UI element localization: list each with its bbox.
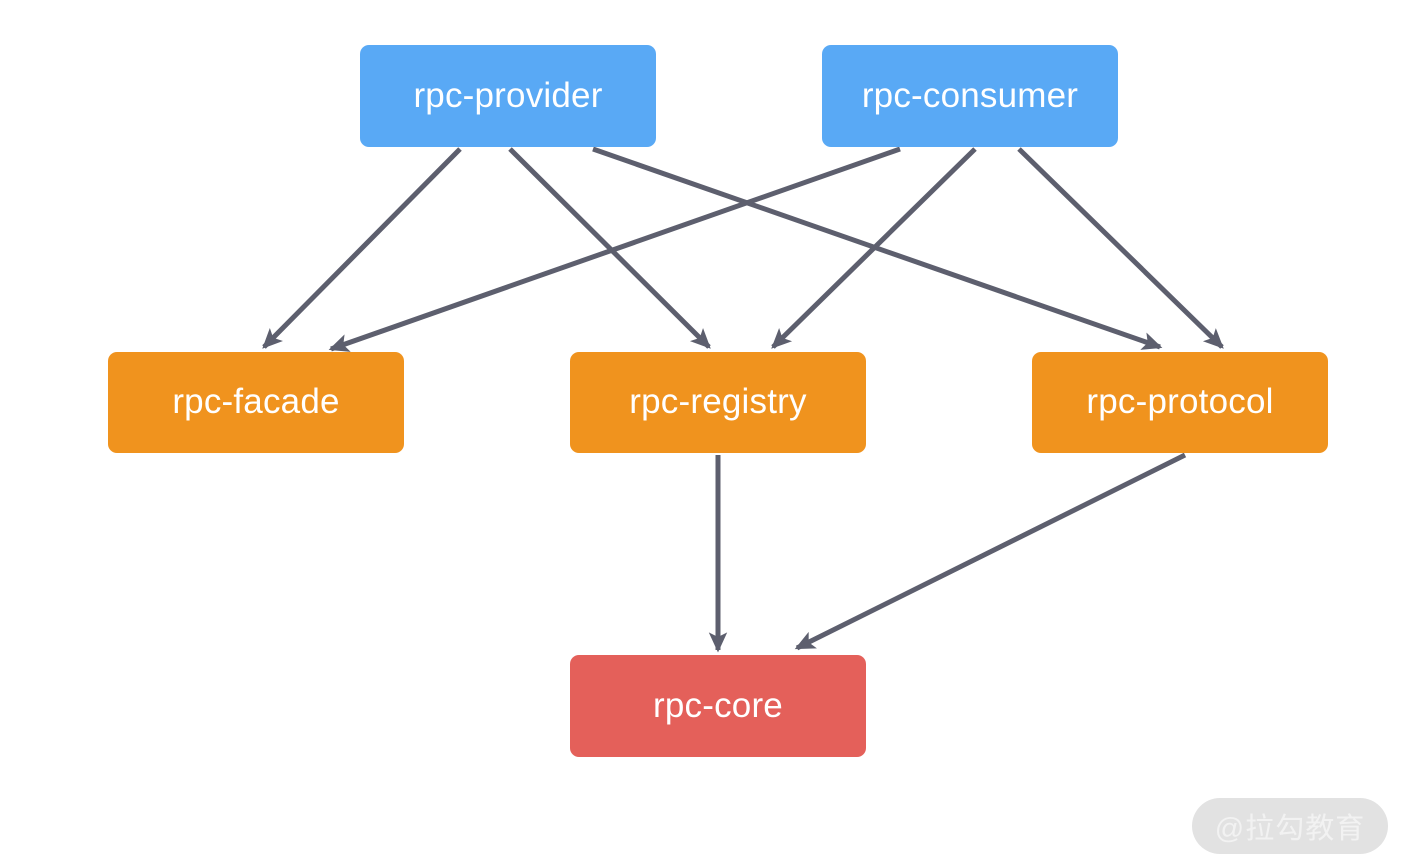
node-rpc-registry[interactable]: rpc-registry	[570, 352, 866, 453]
edge-protocol-to-core	[794, 452, 1187, 651]
node-label: rpc-registry	[629, 382, 807, 421]
watermark-badge: @拉勾教育	[1192, 798, 1388, 854]
node-label: rpc-core	[653, 685, 783, 725]
node-label: rpc-provider	[413, 75, 603, 115]
node-rpc-facade[interactable]: rpc-facade	[108, 352, 404, 453]
edge-consumer-to-registry	[771, 147, 977, 349]
watermark-text: @拉勾教育	[1214, 813, 1366, 845]
node-rpc-consumer[interactable]: rpc-consumer	[822, 45, 1118, 147]
node-rpc-protocol[interactable]: rpc-protocol	[1032, 352, 1328, 453]
edge-provider-to-registry	[508, 147, 711, 349]
edge-consumer-to-facade	[328, 146, 901, 352]
node-label: rpc-protocol	[1086, 382, 1274, 421]
node-rpc-core[interactable]: rpc-core	[570, 655, 866, 757]
edge-provider-to-protocol	[592, 146, 1163, 350]
edge-provider-to-facade	[262, 147, 462, 349]
edge-consumer-to-protocol	[1017, 147, 1224, 349]
node-label: rpc-consumer	[861, 75, 1079, 115]
node-rpc-provider[interactable]: rpc-provider	[360, 45, 656, 147]
node-label: rpc-facade	[172, 382, 340, 421]
